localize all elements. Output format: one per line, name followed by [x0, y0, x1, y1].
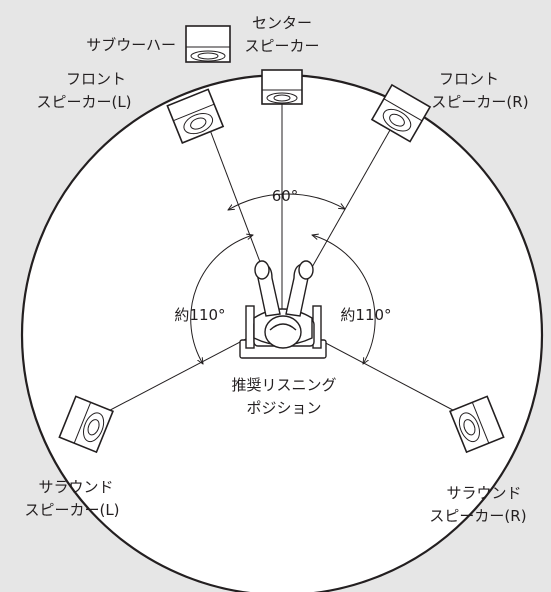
surround-left-label-2: スピーカー(L): [24, 501, 119, 519]
front-left-label-1: フロント: [66, 70, 126, 88]
center-speaker-label-2: スピーカー: [244, 37, 319, 55]
front-angle-arc: [228, 193, 345, 210]
front-left-label-2: スピーカー(L): [36, 93, 131, 111]
center-speaker-label-1: センター: [252, 14, 312, 32]
surround-right-angle-label: 約110°: [340, 306, 391, 324]
front-right-speaker-icon: [370, 83, 432, 143]
listening-position-label-1: 推奨リスニング: [231, 376, 336, 394]
subwoofer-icon: [185, 25, 231, 63]
center-speaker-icon: [261, 69, 303, 105]
surround-left-label-1: サラウンド: [38, 478, 113, 496]
subwoofer-label: サブウーハー: [86, 36, 176, 54]
surround-left-angle-arc: [190, 235, 253, 364]
surround-right-label-2: スピーカー(R): [429, 507, 526, 525]
surround-right-label-1: サラウンド: [446, 484, 521, 502]
front-right-label-2: スピーカー(R): [431, 93, 528, 111]
surround-left-speaker-icon: [58, 395, 114, 454]
front-left-speaker-icon: [166, 88, 225, 144]
listener-icon: [239, 260, 327, 359]
front-right-label-1: フロント: [439, 70, 499, 88]
surround-left-angle-label: 約110°: [174, 306, 225, 324]
listening-position-label-2: ポジション: [246, 399, 321, 417]
front-angle-label: 60°: [272, 187, 299, 205]
surround-right-angle-arc: [312, 235, 376, 364]
surround-right-speaker-icon: [449, 395, 505, 454]
